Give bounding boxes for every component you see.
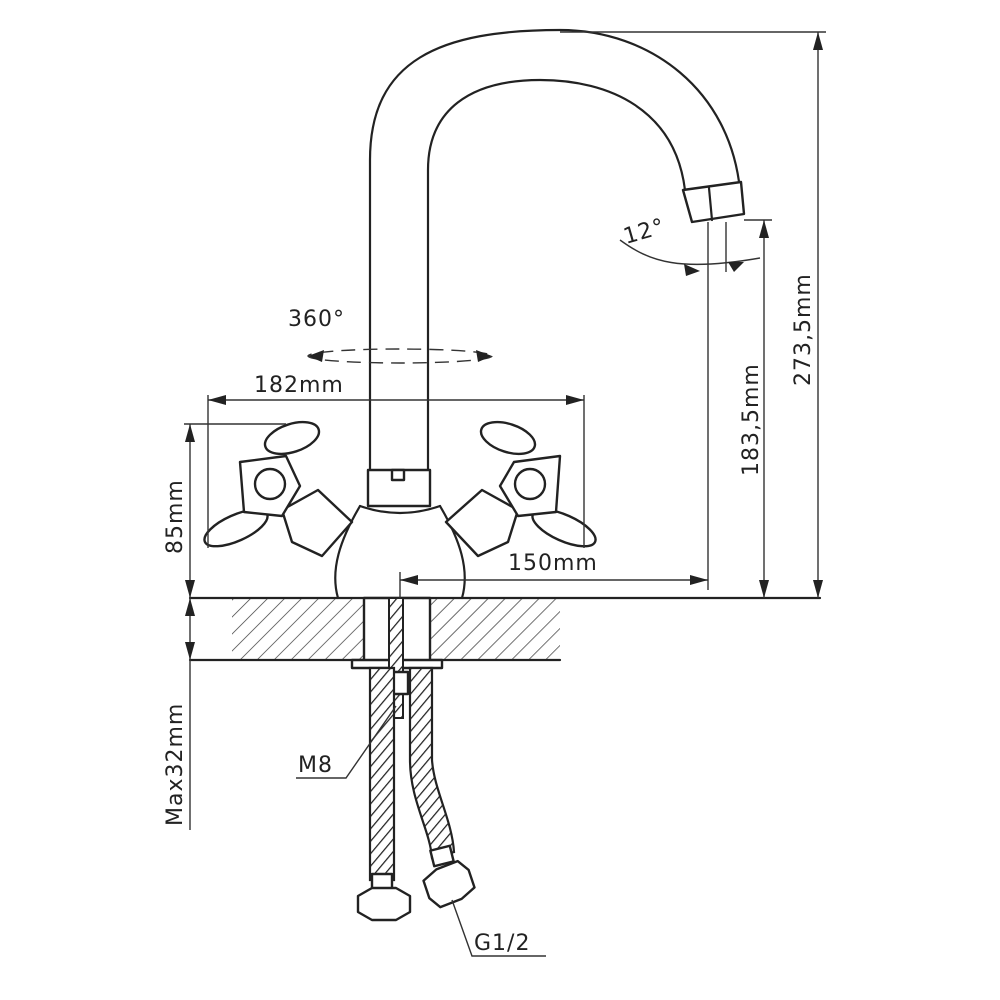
reach-label: 150mm	[508, 551, 598, 576]
spout-height-label: 183,5mm	[739, 363, 764, 476]
mounting-assembly	[350, 596, 476, 922]
left-handle	[203, 420, 354, 558]
rotation-indicator: 360°	[288, 307, 493, 364]
dimension-reach: 150mm	[399, 222, 709, 598]
dimension-total-height: 273,5mm	[560, 31, 826, 598]
max-thickness-label: Max32mm	[163, 703, 188, 826]
callout-thread: M8	[296, 705, 397, 779]
dimension-max-thickness: Max32mm	[163, 598, 195, 830]
width-label: 182mm	[254, 373, 344, 398]
dimension-width: 182mm	[207, 373, 585, 548]
rotation-label: 360°	[288, 307, 345, 332]
callout-connector: G1/2	[451, 899, 546, 957]
faucet-body	[334, 504, 466, 600]
total-height-label: 273,5mm	[791, 273, 816, 386]
connector-label: G1/2	[474, 931, 530, 956]
countertop	[188, 596, 822, 662]
spout-angle-label: 12°	[621, 214, 668, 250]
spout	[366, 28, 746, 508]
right-handle	[444, 420, 597, 558]
dimension-handle-height: 85mm	[163, 423, 286, 598]
thread-label: M8	[298, 753, 333, 778]
handle-height-label: 85mm	[163, 479, 188, 554]
dimension-spout-height: 183,5mm	[739, 219, 772, 598]
dimension-spout-angle: 12°	[619, 214, 761, 276]
